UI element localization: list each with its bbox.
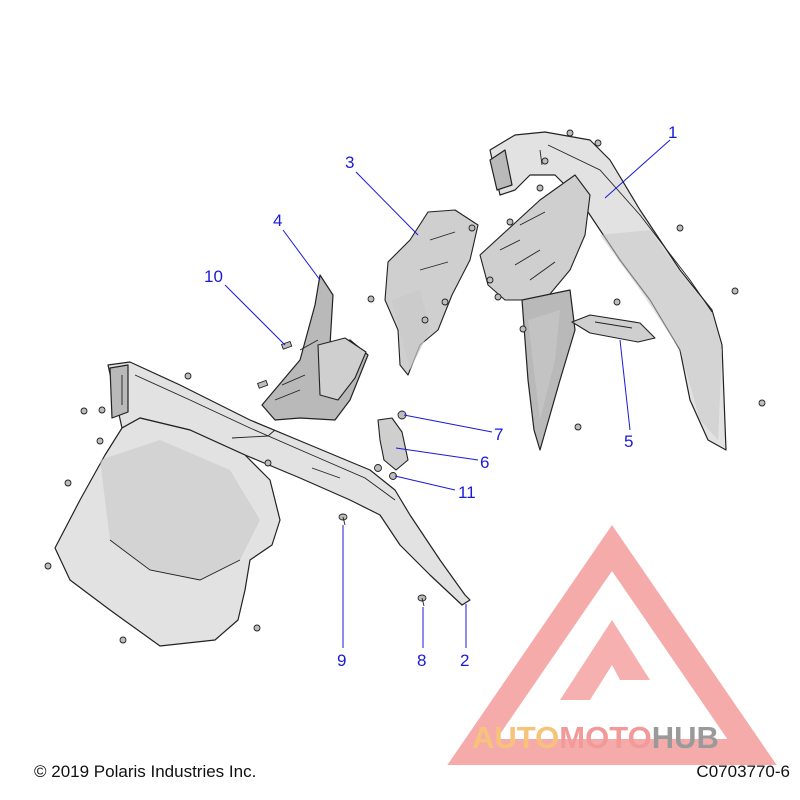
leader-1 — [604, 139, 671, 199]
part-1-right-fender — [479, 131, 727, 451]
callout-labels: 1 2 3 4 5 6 7 8 9 10 11 — [204, 123, 677, 670]
callout-5: 5 — [624, 432, 633, 451]
part-2-left-fender — [54, 361, 471, 647]
watermark-hub: HUB — [652, 720, 719, 755]
callout-4: 4 — [273, 211, 282, 230]
logo-triangle-mark — [447, 525, 777, 765]
callout-9: 9 — [337, 651, 346, 670]
part-9-rivet — [338, 513, 348, 526]
callout-11: 11 — [458, 483, 476, 502]
leader-5 — [619, 339, 631, 431]
watermark-auto: AUTO — [472, 720, 559, 755]
drawing-number: C0703770-6 — [696, 762, 790, 781]
leader-lines — [224, 139, 671, 648]
part-5-bracket — [571, 314, 656, 343]
leader-10 — [224, 284, 286, 346]
automotohub-logo — [447, 525, 777, 765]
part-4-inner-panel — [261, 274, 369, 421]
callout-10: 10 — [204, 267, 223, 286]
callout-1: 1 — [668, 123, 677, 142]
leader-6 — [395, 447, 479, 461]
svg-text:AUTOMOTOHUB: AUTOMOTOHUB — [472, 720, 719, 755]
leader-3 — [355, 171, 419, 236]
hardware-fasteners — [44, 129, 766, 644]
copyright-notice: © 2019 Polaris Industries Inc. — [34, 762, 257, 781]
leader-4 — [282, 229, 321, 281]
part-3-upper-panel — [384, 209, 479, 376]
callout-7: 7 — [494, 425, 503, 444]
watermark-moto: MOTO — [559, 720, 651, 755]
callout-8: 8 — [417, 651, 426, 670]
callout-3: 3 — [345, 153, 354, 172]
part-10-screw — [256, 340, 293, 389]
watermark-text: AUTOMOTOHUB — [472, 720, 719, 755]
leader-7 — [403, 414, 493, 433]
callout-6: 6 — [480, 453, 489, 472]
leader-11 — [394, 475, 456, 491]
part-6-bracket — [377, 417, 409, 471]
callout-2: 2 — [460, 651, 469, 670]
part-8-rivet — [417, 594, 427, 607]
